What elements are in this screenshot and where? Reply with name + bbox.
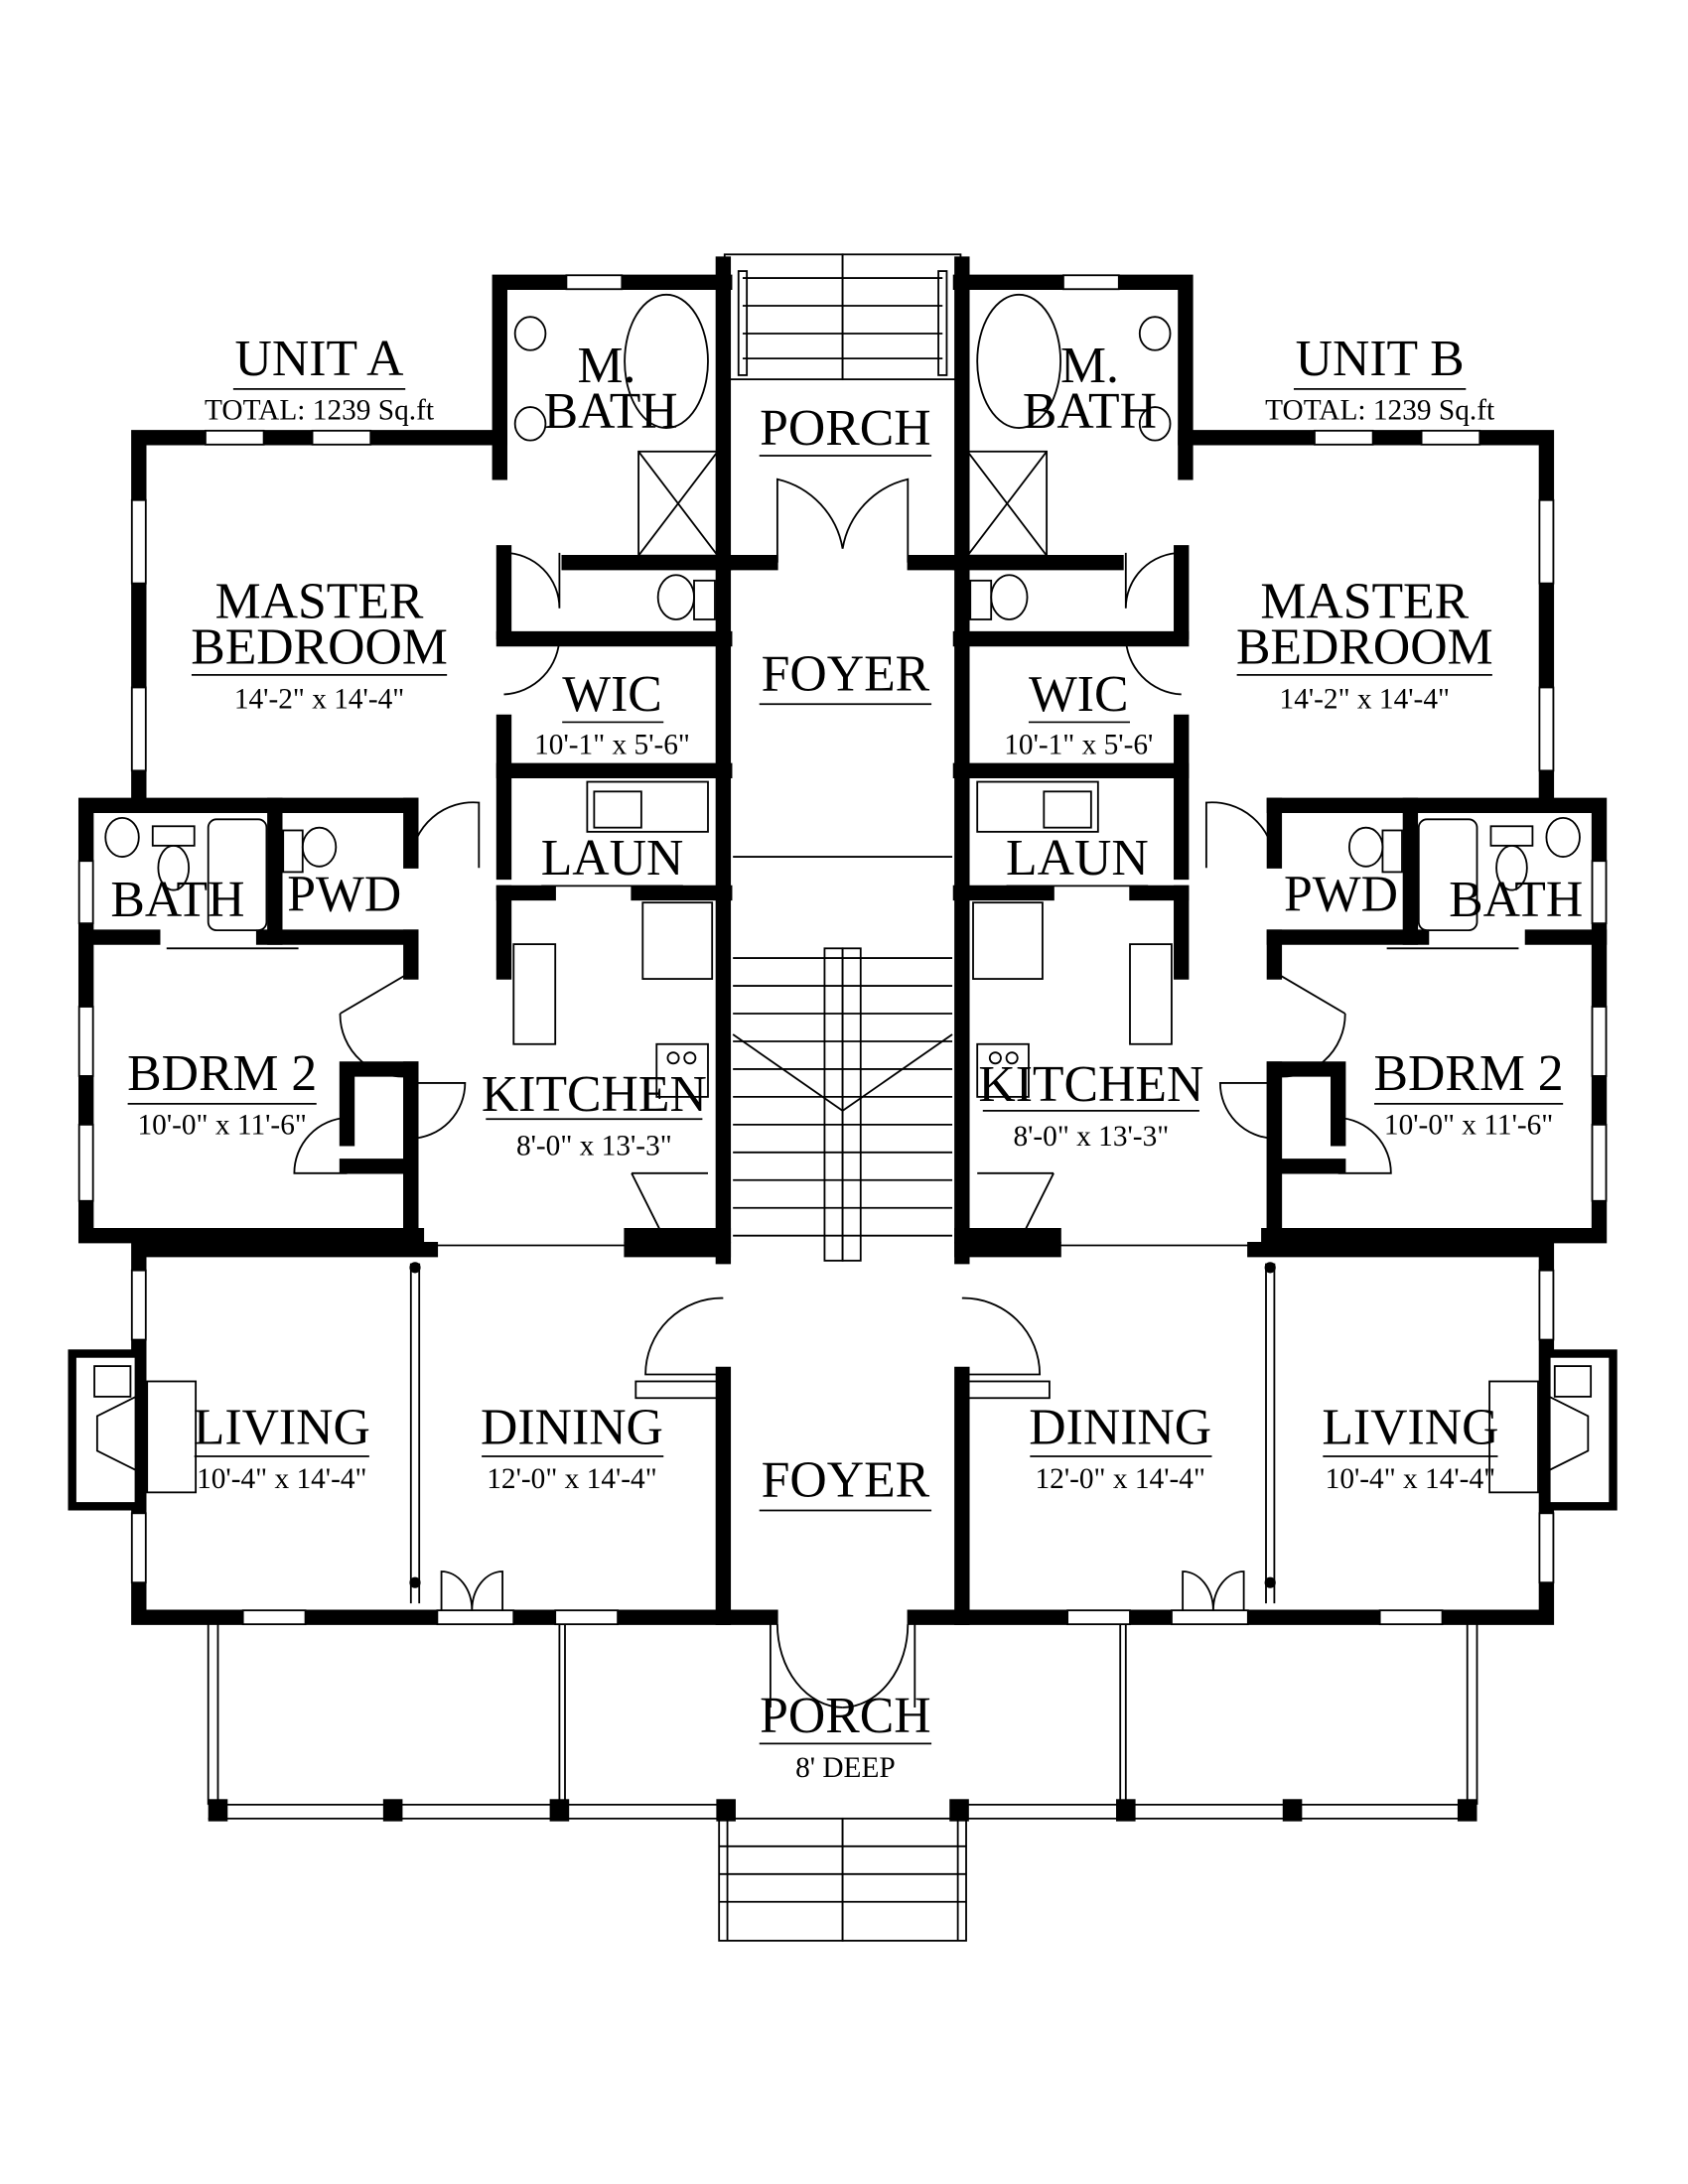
lower-foyer-label: FOYER: [762, 1452, 930, 1509]
unit-a-powder: PWD: [287, 867, 401, 923]
unit-b-dining: DINING: [1029, 1399, 1211, 1455]
unit-a-total: TOTAL: 1239 Sq.ft: [205, 395, 434, 427]
unit-a-kitchen-dims: 8'-0" x 13'-3": [516, 1131, 672, 1162]
unit-b-mbath-line1: M.: [1060, 338, 1119, 394]
unit-a-living-dims: 10'-4" x 14'-4": [197, 1463, 366, 1495]
unit-a-master-bedroom-dims: 14'-2" x 14'-4": [234, 683, 404, 715]
unit-b-dining-dims: 12'-0" x 14'-4": [1035, 1463, 1204, 1495]
unit-a-laundry: LAUN: [541, 830, 684, 887]
unit-b-master-bedroom-dims: 14'-2" x 14'-4": [1280, 683, 1450, 715]
unit-b-master-bedroom-line1: MASTER: [1260, 574, 1469, 630]
unit-a-labels: UNIT A TOTAL: 1239 Sq.ft M. BATH MASTER …: [110, 331, 706, 1495]
unit-a-bedroom2: BDRM 2: [127, 1045, 317, 1102]
unit-b-wic: WIC: [1029, 666, 1129, 723]
unit-b-labels: UNIT B TOTAL: 1239 Sq.ft M. BATH MASTER …: [978, 331, 1583, 1495]
unit-a-master-bedroom-line2: BEDROOM: [191, 619, 448, 676]
unit-b-powder: PWD: [1284, 867, 1398, 923]
unit-a-kitchen: KITCHEN: [482, 1066, 707, 1123]
unit-b-bedroom2: BDRM 2: [1374, 1045, 1564, 1102]
unit-b-master-bedroom-line2: BEDROOM: [1236, 619, 1493, 676]
front-porch-label: PORCH: [760, 1688, 930, 1744]
unit-b-kitchen-dims: 8'-0" x 13'-3": [1013, 1121, 1169, 1153]
unit-a-dining-dims: 12'-0" x 14'-4": [487, 1463, 656, 1495]
unit-a-wic: WIC: [562, 666, 662, 723]
unit-b-laundry: LAUN: [1006, 830, 1149, 887]
unit-b-living: LIVING: [1322, 1399, 1498, 1455]
front-porch-depth: 8' DEEP: [795, 1752, 896, 1784]
unit-a-master-bedroom-line1: MASTER: [215, 574, 424, 630]
unit-b-mbath-line2: BATH: [1023, 383, 1157, 440]
unit-b-living-dims: 10'-4" x 14'-4": [1326, 1463, 1495, 1495]
unit-b-wic-dims: 10'-1" x 5'-6': [1004, 730, 1153, 761]
unit-b-title: UNIT B: [1296, 331, 1465, 387]
upper-foyer-label: FOYER: [762, 645, 930, 702]
unit-a-wic-dims: 10'-1" x 5'-6": [534, 730, 690, 761]
unit-b-bath: BATH: [1449, 872, 1583, 928]
rear-porch-label: PORCH: [760, 400, 930, 457]
unit-b-bedroom2-dims: 10'-0" x 11'-6": [1384, 1110, 1553, 1142]
unit-a-mbath-line1: M.: [577, 338, 635, 394]
unit-a-living: LIVING: [194, 1399, 370, 1455]
unit-a-mbath-line2: BATH: [544, 383, 678, 440]
unit-a-bath: BATH: [110, 872, 244, 928]
unit-a-title: UNIT A: [235, 331, 404, 387]
unit-a-dining: DINING: [481, 1399, 663, 1455]
unit-b-total: TOTAL: 1239 Sq.ft: [1265, 395, 1494, 427]
shared-labels: PORCH FOYER FOYER PORCH 8' DEEP: [759, 400, 932, 1784]
unit-b-kitchen: KITCHEN: [978, 1056, 1203, 1113]
unit-a-bedroom2-dims: 10'-0" x 11'-6": [137, 1110, 306, 1142]
